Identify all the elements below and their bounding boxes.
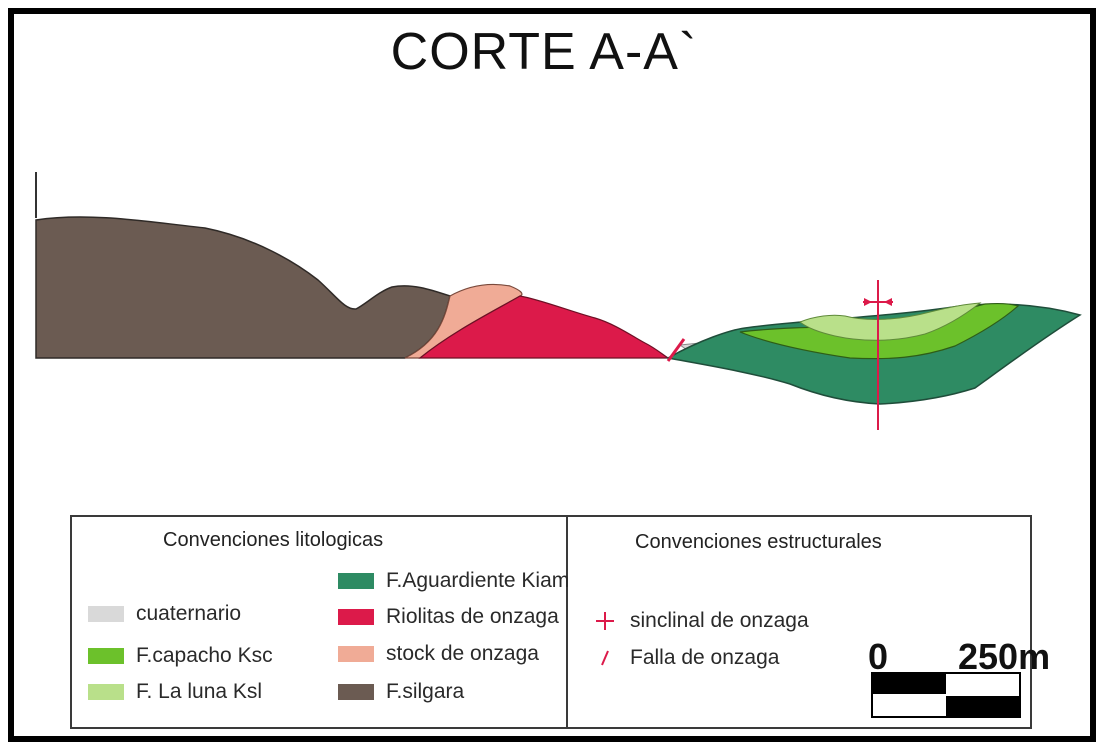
legend-label: F.silgara — [386, 680, 465, 703]
swatch-f-silgara — [338, 684, 374, 700]
syncline-arrows — [863, 298, 893, 306]
legend-item-sinclinal: sinclinal de onzaga — [594, 609, 809, 633]
legend-label: F. La luna Ksl — [136, 680, 263, 703]
legend-item-falla: Falla de onzaga — [594, 646, 779, 670]
legend-label: sinclinal de onzaga — [630, 609, 809, 632]
section-title: CORTE A-A` — [390, 23, 698, 81]
swatch-riolitas — [338, 609, 374, 625]
legend-item-cuaternario: cuaternario — [88, 602, 241, 626]
swatch-stock — [338, 646, 374, 662]
scale-label-zero: 0 — [868, 636, 889, 677]
legend-struct-heading: Convenciones estructurales — [635, 531, 882, 553]
legend-label: cuaternario — [136, 602, 242, 625]
legend-label: Riolitas de onzaga — [386, 605, 559, 628]
scale-bar-segment — [873, 674, 946, 694]
legend-item-stock: stock de onzaga — [338, 642, 539, 666]
legend-item-riolitas: Riolitas de onzaga — [338, 605, 559, 629]
scale-bar-segment — [946, 674, 1019, 694]
legend-item-f-la-luna: F. La luna Ksl — [88, 680, 262, 704]
legend-label: stock de onzaga — [386, 642, 539, 665]
scale-bar — [871, 672, 1021, 718]
swatch-f-capacho — [88, 648, 124, 664]
legend-item-f-capacho: F.capacho Ksc — [88, 644, 273, 668]
legend-item-f-silgara: F.silgara — [338, 680, 464, 704]
swatch-f-la-luna — [88, 684, 124, 700]
syncline-icon — [596, 612, 614, 630]
unit-f-silgara — [35, 216, 451, 359]
scale-bar-segment — [946, 696, 1019, 716]
legend-label: Falla de onzaga — [630, 646, 780, 669]
legend-divider — [566, 517, 568, 727]
legend-label: F.Aguardiente Kiam — [386, 569, 570, 592]
scale-label-max: 250m — [958, 636, 1051, 677]
swatch-cuaternario — [88, 606, 124, 622]
unit-riolitas-de-onzaga — [418, 295, 670, 359]
fault-icon — [601, 650, 609, 666]
swatch-f-aguardiente — [338, 573, 374, 589]
scale-bar-segment — [873, 696, 946, 716]
legend-label: F.capacho Ksc — [136, 644, 273, 667]
legend-item-f-aguardiente: F.Aguardiente Kiam — [338, 569, 569, 593]
fault-onzaga-marker — [666, 338, 686, 362]
legend-lito-heading: Convenciones litologicas — [163, 529, 384, 551]
legend-box: Convenciones litologicas Convenciones es… — [70, 515, 1032, 729]
unit-f-la-luna — [798, 302, 982, 341]
